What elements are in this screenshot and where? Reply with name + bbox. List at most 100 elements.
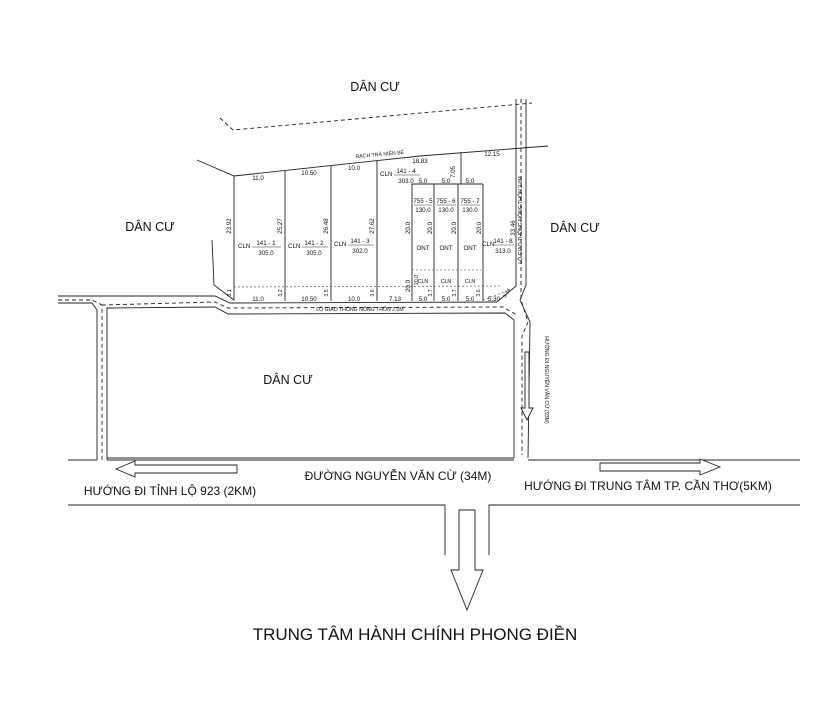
dimension-label: 10.50 [301,170,317,177]
land-use-label: ONT [439,245,452,252]
dimension-label: 5.0 [466,178,475,185]
parcel-id: 141 - 8 [493,238,513,245]
dimension-label: 5.0 [419,296,428,303]
parcel-755-5: 755 - 5 130.0 ONT CLN [413,198,433,285]
parcel-area: 130.0 [462,207,478,214]
land-use-label: ONT [416,245,429,252]
parcel-141-1: CLN 141 - 1 305.0 [238,240,281,257]
dimension-label: 20.0 [451,221,458,234]
top-boundary-dashed [219,102,533,131]
bottom-lane-centre [101,301,518,316]
arrow-right-icon [599,458,722,476]
dimension-label: 5.0 [442,178,451,185]
parcel-prefix: CLN [238,243,250,250]
dimension-label: 33.46 [510,220,517,236]
parcel-id: 755 - 6 [436,198,456,205]
plot-left-edge [211,176,235,301]
dimension-label: 3.7 [428,289,434,296]
parcel-prefix: CLN [380,171,392,178]
bottom-lane-edge [58,295,498,304]
main-road-label: ĐƯỜNG NGUYỄN VĂN CỪ (34M) [305,468,492,483]
bottom-lane-edge [58,302,98,460]
canal-line [196,145,549,177]
area-label-left: DÂN CƯ [125,219,175,234]
parcel-area: 302.0 [352,248,368,255]
vertical-direction-label: HƯỚNG ĐI NGUYỄN VĂN CỪ (93M) [543,336,550,424]
parcel-141-4: CLN 141 - 4 303.0 [380,168,420,185]
bottom-lane-centre [58,299,103,460]
direction-right-label: HƯỚNG ĐI TRUNG TÂM TP. CẦN THƠ(5KM) [524,478,772,493]
area-label-right: DÂN CƯ [550,220,600,235]
parcel-id: 141 - 3 [350,238,370,245]
destination-label: TRUNG TÂM HÀNH CHÍNH PHONG ĐIỀN [253,625,578,644]
dimension-label: 20.0 [414,275,420,285]
dimension-label: 3.6 [476,289,482,296]
dimension-label: 3.5 [324,289,330,296]
dimension-label: 5.30 [488,296,501,303]
parcel-area: 130.0 [438,207,454,214]
main-road-edge [68,504,446,555]
parcel-755-6: 755 - 6 130.0 ONT CLN [436,198,456,285]
setback-line [233,285,501,288]
dimension-label: 12.15 [484,151,500,158]
dimension-label: 3.74 [502,288,512,300]
dimension-label: 7.05 [450,165,457,178]
arrow-down-icon [450,509,484,612]
cln-label: CLN [465,279,476,285]
cln-label: CLN [441,279,452,285]
dimension-label: 20.0 [405,221,412,234]
parcel-prefix: CLN [482,241,494,248]
land-use-label: ONT [463,245,476,252]
dimension-label: 23.92 [226,218,233,234]
dimension-label: 10.0 [348,165,361,172]
dimension-label: 11.0 [252,296,264,303]
parcel-area: 130.0 [415,207,431,214]
dimension-label: 10.0 [348,296,361,303]
dimension-label: 5.0 [466,296,475,303]
small-parcels-box [411,183,483,301]
area-label-middle: DÂN CƯ [263,372,313,387]
dimension-label: 5.0 [442,296,451,303]
parcel-id: 755 - 5 [413,198,433,205]
right-lane-edge [496,99,517,303]
parcel-141-8: CLN 141 - 8 313.0 [482,238,514,255]
dimension-label: 10.50 [301,296,317,303]
parcel-141-2: CLN 141 - 2 305.0 [288,240,328,257]
arrow-down-small-icon [520,351,534,422]
direction-left-label: HƯỚNG ĐI TỈNH LỘ 923 (2KM) [84,483,256,498]
right-lane-edge [519,99,527,301]
bottom-lane-label: LỘ GIAO THÔNG NÔNG THÔN 2.0M [316,306,403,313]
parcel-prefix: CLN [288,243,300,250]
parcel-id: 141 - 4 [396,168,416,175]
cln-label: CLN [418,279,429,285]
parcel-id: 141 - 2 [304,240,324,247]
dimension-label: 3.2 [278,289,284,296]
right-lane-label: LỘ GIAO THÔNG NÔNG THÔN 2.0M [517,176,524,263]
main-road-edge [488,504,800,555]
dimension-label: 11.0 [252,175,264,182]
parcel-id: 755 - 7 [460,198,480,205]
dimension-label: 20.0 [427,221,434,234]
parcel-755-7: 755 - 7 130.0 ONT CLN [460,198,480,285]
dimension-label: 7.13 [389,296,402,303]
parcel-area: 305.0 [258,250,274,257]
dimension-label: 25.27 [277,218,284,234]
dimension-label: 18.83 [412,158,428,165]
dimension-label: 20.0 [405,279,412,292]
dimension-label: 3.7 [452,289,458,296]
bottom-lane-edge [106,306,515,460]
dimension-label: 20.0 [476,221,483,234]
dimension-label: 3.1 [227,289,233,296]
right-lane-centre [520,99,529,455]
arrow-left-icon [114,460,238,478]
parcel-141-3: CLN 141 - 3 302.0 [334,238,374,255]
dimension-label: 5.0 [419,178,428,185]
setback-line [482,289,511,301]
area-label-top: DÂN CƯ [350,79,400,94]
dimension-label: 3.6 [370,289,376,296]
parcel-area: 303.0 [398,178,414,185]
dimension-label: 26.48 [323,218,330,234]
parcel-area: 305.0 [306,250,322,257]
parcel-area: 313.0 [495,248,511,255]
